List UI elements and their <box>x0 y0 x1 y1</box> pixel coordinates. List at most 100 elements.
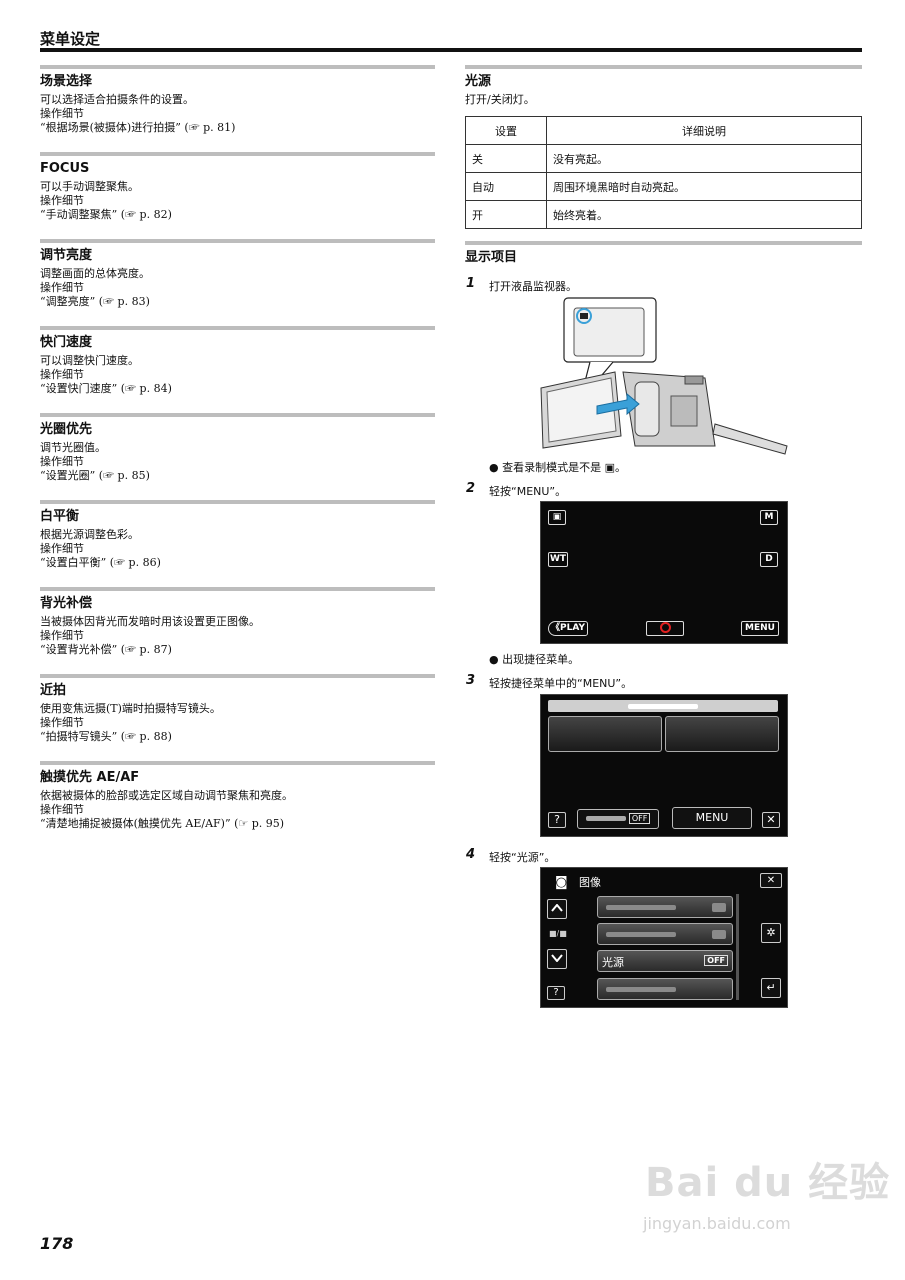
help-button[interactable]: ? <box>547 986 565 1000</box>
gear-icon: ✲ <box>766 926 776 939</box>
section-reference-link[interactable]: “设置背光补偿” (☞ p. 87) <box>40 643 172 656</box>
section-label: 操作细节 <box>40 803 84 816</box>
menu-item[interactable] <box>597 923 733 945</box>
back-icon: ↵ <box>766 981 776 994</box>
watermark-url: jingyan.baidu.com <box>643 1214 791 1233</box>
toggle-setting-button[interactable]: OFF <box>577 809 659 829</box>
menu-button[interactable]: MENU <box>741 621 779 636</box>
step-note: ● 出现捷径菜单。 <box>489 653 580 666</box>
chevron-up-icon <box>551 903 563 912</box>
watermark-logo: Bai du 经验 <box>645 1160 891 1206</box>
section-reference-link[interactable]: “手动调整聚焦” (☞ p. 82) <box>40 208 172 221</box>
section-title: FOCUS <box>40 161 90 176</box>
section-bar <box>40 674 435 678</box>
menu-button[interactable]: MENU <box>672 807 752 829</box>
page-header-title: 菜单设定 <box>40 30 101 48</box>
section-label: 操作细节 <box>40 107 84 120</box>
section-bar <box>465 65 862 69</box>
section-reference-link[interactable]: “设置光圈” (☞ p. 85) <box>40 469 150 482</box>
step-note-text: 查看录制模式是不是 ▣。 <box>502 461 626 474</box>
section-label: 操作细节 <box>40 194 84 207</box>
m-button[interactable]: M <box>760 510 778 525</box>
close-button[interactable]: ✕ <box>760 873 782 888</box>
section-title: 显示项目 <box>465 250 518 265</box>
section-description: 可以手动调整聚焦。 <box>40 180 139 193</box>
menu-item-light[interactable]: 光源 OFF <box>597 950 733 972</box>
section-description: 调节光圈值。 <box>40 441 106 454</box>
table-header: 详细说明 <box>546 116 862 145</box>
section-title: 触摸优先 AE/AF <box>40 770 140 785</box>
section-description: 调整画面的总体亮度。 <box>40 267 150 280</box>
table-cell: 自动 <box>465 172 547 201</box>
toggle-value: OFF <box>628 813 651 824</box>
menu-section: 光圈优先调节光圈值。操作细节“设置光圈” (☞ p. 85) <box>40 413 435 483</box>
step-number: 4 <box>466 847 476 862</box>
screen-shortcut-menu: ? OFF MENU ✕ <box>540 694 788 837</box>
section-title: 快门速度 <box>40 335 93 350</box>
section-reference-link[interactable]: “拍摄特写镜头” (☞ p. 88) <box>40 730 172 743</box>
section-title: 近拍 <box>40 683 67 698</box>
help-button[interactable]: ? <box>548 812 566 828</box>
wt-button[interactable]: WT <box>548 552 568 567</box>
section-reference-link[interactable]: “清楚地捕捉被摄体(触摸优先 AE/AF)” (☞ p. 95) <box>40 817 285 830</box>
section-reference-link[interactable]: “根据场景(被摄体)进行拍摄” (☞ p. 81) <box>40 121 236 134</box>
menu-section: 场景选择可以选择适合拍摄条件的设置。操作细节“根据场景(被摄体)进行拍摄” (☞… <box>40 65 435 135</box>
section-title: 场景选择 <box>40 74 93 89</box>
step-text: 轻按捷径菜单中的“MENU”。 <box>489 677 633 690</box>
light-table: 设置 详细说明 关 没有亮起。 自动 周围环境黑暗时自动亮起。 开 始终亮着。 <box>465 116 862 229</box>
close-button[interactable]: ✕ <box>762 812 780 828</box>
record-button[interactable] <box>646 621 684 636</box>
step-text: 轻按“光源”。 <box>489 851 556 864</box>
back-button[interactable]: ↵ <box>761 978 781 998</box>
shortcut-item[interactable] <box>665 716 779 752</box>
play-button[interactable]: 《PLAY <box>548 621 588 636</box>
table-header: 设置 <box>465 116 547 145</box>
section-label: 操作细节 <box>40 542 84 555</box>
table-row: 自动 周围环境黑暗时自动亮起。 <box>465 172 862 201</box>
scroll-up-button[interactable] <box>547 899 567 919</box>
section-title: 白平衡 <box>40 509 80 524</box>
section-label: 操作细节 <box>40 281 84 294</box>
section-reference-link[interactable]: “设置快门速度” (☞ p. 84) <box>40 382 172 395</box>
table-row: 开 始终亮着。 <box>465 200 862 229</box>
section-reference-link[interactable]: “调整亮度” (☞ p. 83) <box>40 295 150 308</box>
section-title: 光圈优先 <box>40 422 93 437</box>
camera-icon: ◙ <box>555 875 568 890</box>
scrollbar[interactable] <box>736 894 739 1000</box>
screen-recording: ▣ M WT D 《PLAY MENU <box>540 501 788 644</box>
page-number: 178 <box>40 1234 74 1253</box>
section-label: 操作细节 <box>40 629 84 642</box>
record-icon <box>659 622 671 633</box>
menu-section: 白平衡根据光源调整色彩。操作细节“设置白平衡” (☞ p. 86) <box>40 500 435 570</box>
step-number: 3 <box>466 673 476 688</box>
scroll-down-button[interactable] <box>547 949 567 969</box>
table-cell: 周围环境黑暗时自动亮起。 <box>546 172 862 201</box>
step-text: 轻按“MENU”。 <box>489 485 567 498</box>
section-description: 当被摄体因背光而发暗时用该设置更正图像。 <box>40 615 260 628</box>
settings-button[interactable]: ✲ <box>761 923 781 943</box>
menu-section: 近拍使用变焦远摄(T)端时拍摄特写镜头。操作细节“拍摄特写镜头” (☞ p. 8… <box>40 674 435 744</box>
section-bar <box>40 326 435 330</box>
section-description: 依据被摄体的脸部或选定区域自动调节聚焦和亮度。 <box>40 789 293 802</box>
menu-item[interactable] <box>597 896 733 918</box>
section-reference-link[interactable]: “设置白平衡” (☞ p. 86) <box>40 556 161 569</box>
menu-item[interactable] <box>597 978 733 1000</box>
menu-section: 快门速度可以调整快门速度。操作细节“设置快门速度” (☞ p. 84) <box>40 326 435 396</box>
table-cell: 关 <box>465 144 547 173</box>
shortcut-item[interactable] <box>548 716 662 752</box>
page-indicator: ■/■ <box>549 929 567 938</box>
table-row: 关 没有亮起。 <box>465 144 862 173</box>
section-bar <box>40 239 435 243</box>
step-number: 1 <box>466 276 476 291</box>
d-button[interactable]: D <box>760 552 778 567</box>
camcorder-illustration <box>540 297 788 455</box>
section-description: 可以选择适合拍摄条件的设置。 <box>40 93 194 106</box>
section-label: 操作细节 <box>40 716 84 729</box>
light-section: 光源 打开/关闭灯。 设置 详细说明 关 没有亮起。 自动 周围环境黑暗时自动亮… <box>465 65 862 229</box>
section-bar <box>40 587 435 591</box>
step-text: 打开液晶监视器。 <box>489 280 577 293</box>
camera-mode-icon[interactable]: ▣ <box>548 510 566 525</box>
section-bar <box>40 152 435 156</box>
section-bar <box>40 761 435 765</box>
step-note-text: 出现捷径菜单。 <box>502 653 580 666</box>
